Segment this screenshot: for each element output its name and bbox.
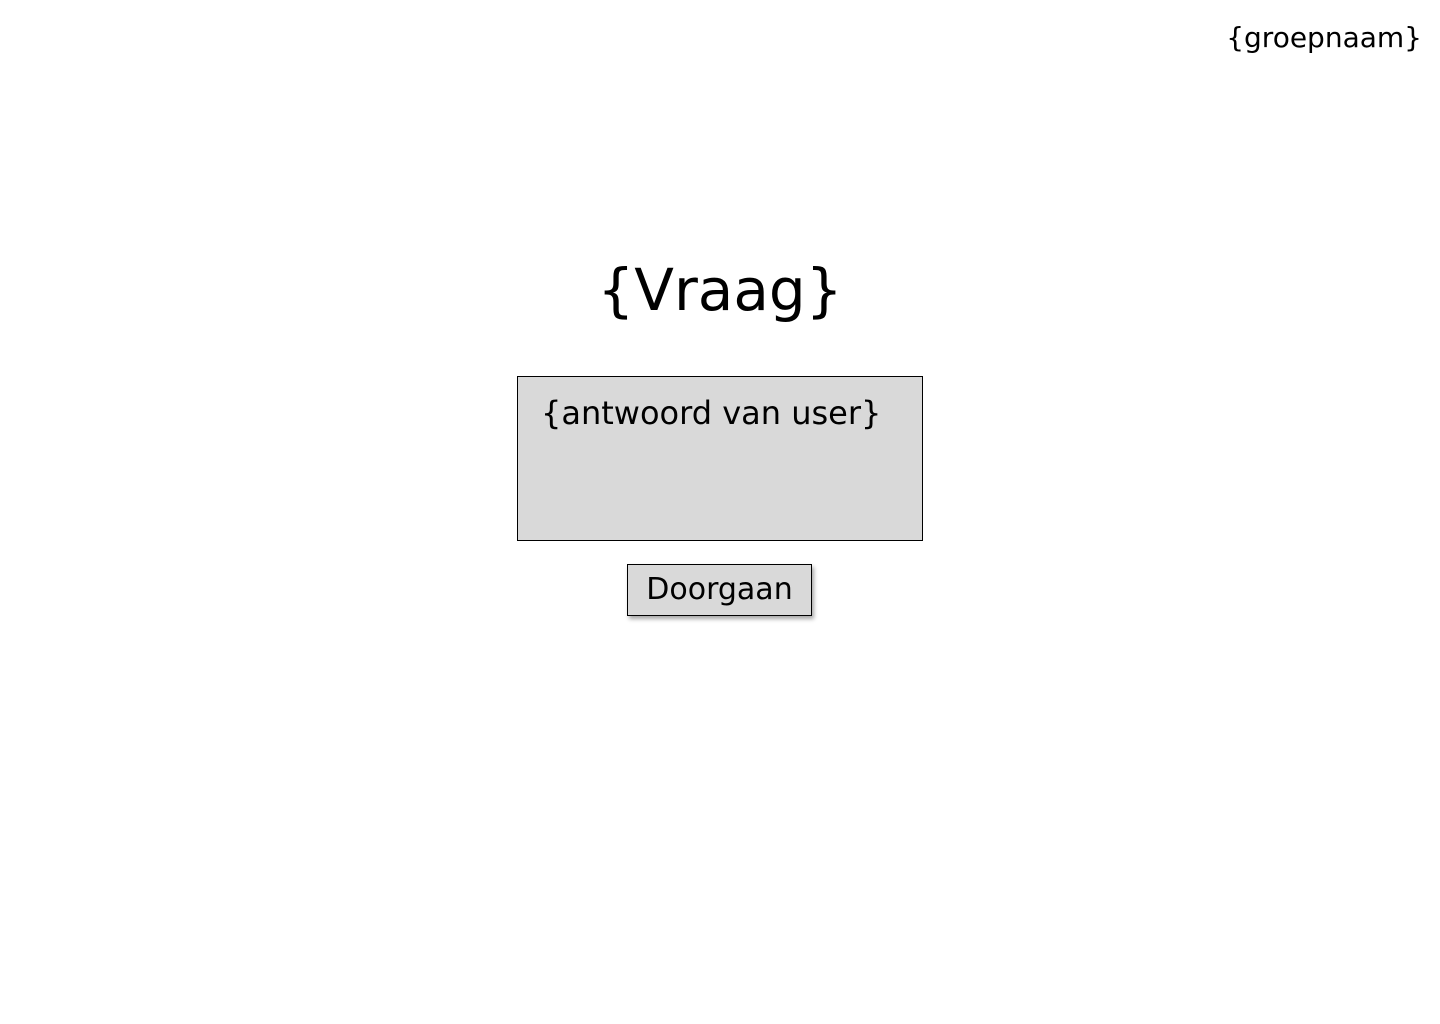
question-title: {Vraag} — [597, 256, 843, 324]
answer-text: {antwoord van user} — [541, 394, 882, 432]
continue-button[interactable]: Doorgaan — [627, 564, 812, 616]
group-name: {groepnaam} — [1226, 21, 1422, 54]
answer-field[interactable]: {antwoord van user} — [517, 376, 923, 541]
